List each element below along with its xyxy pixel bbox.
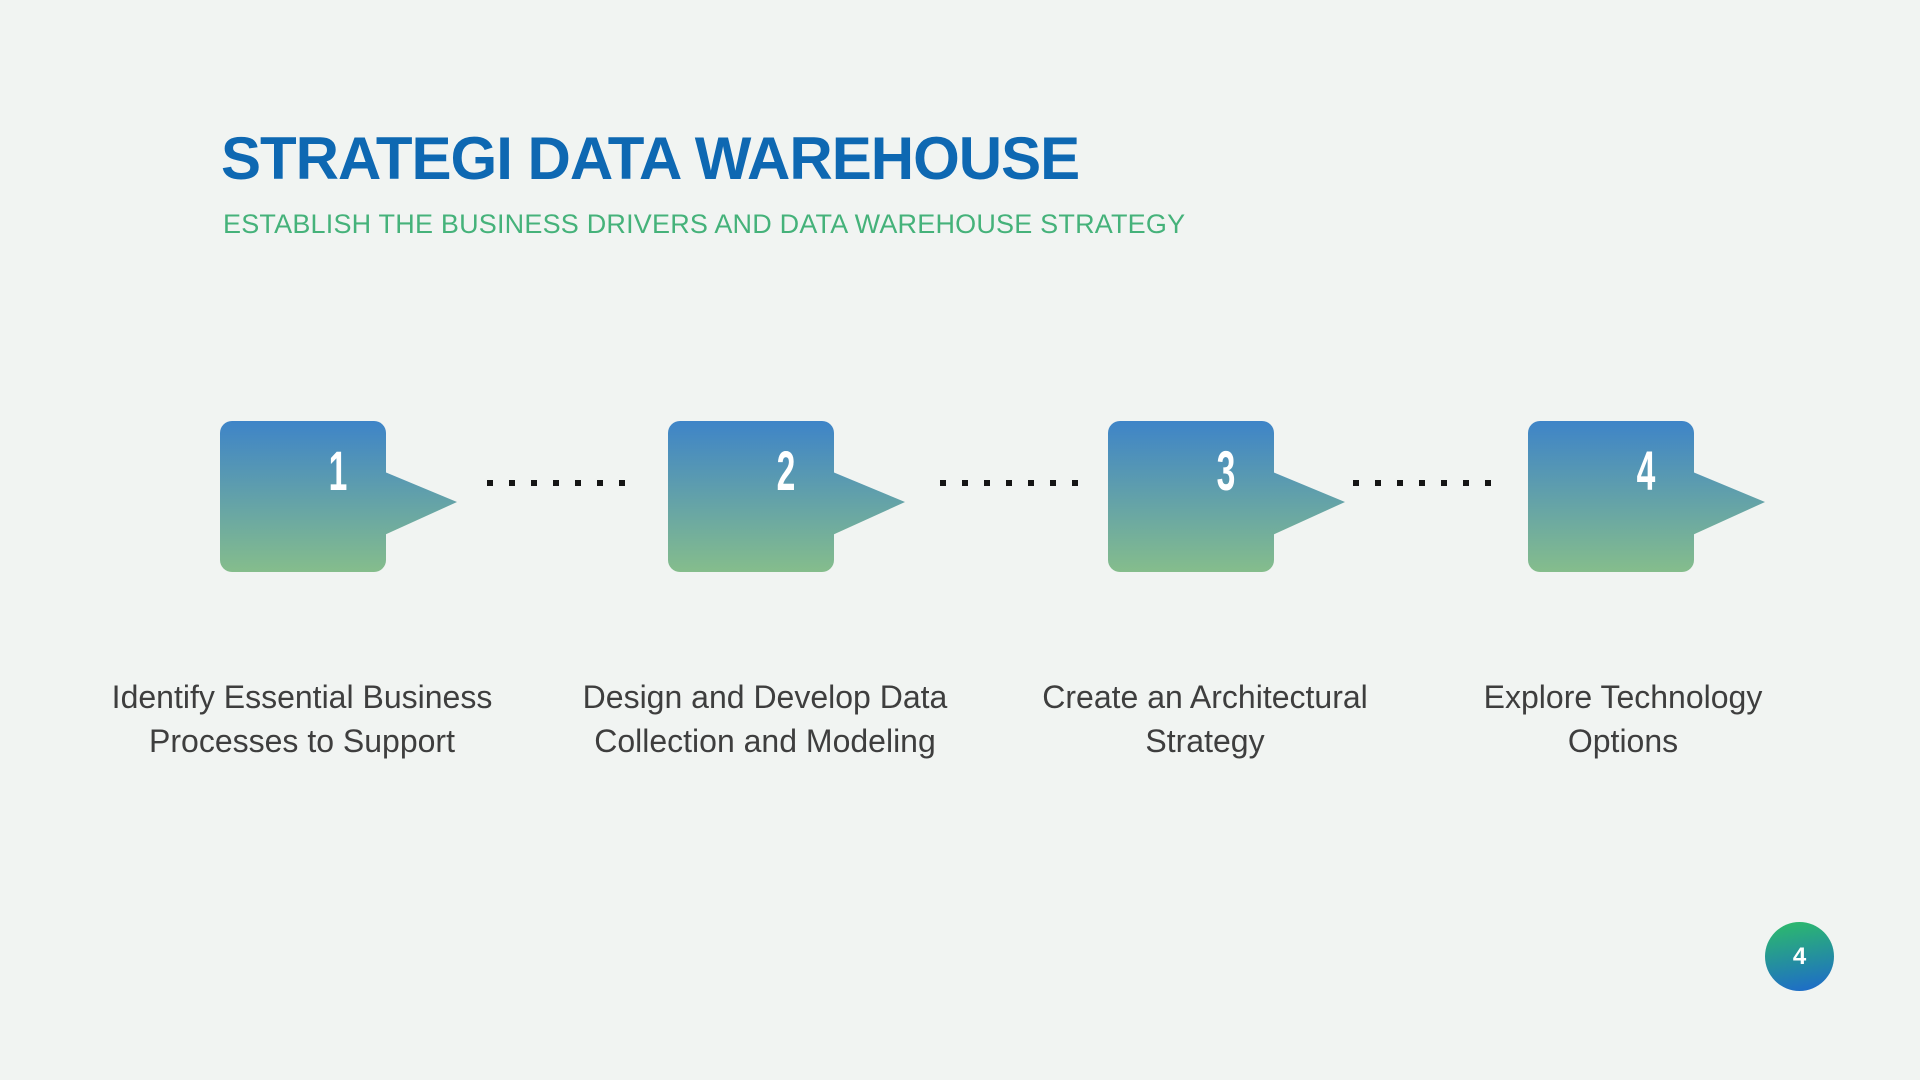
step-2-number: 2 [776,439,796,502]
step-3-arrow: 3 [1108,421,1348,572]
page-title: STRATEGI DATA WAREHOUSE [221,125,1080,192]
arrow-right-icon [1528,421,1765,572]
page-subtitle: ESTABLISH THE BUSINESS DRIVERS AND DATA … [223,209,1186,239]
step-3-number: 3 [1216,439,1236,502]
step-1-label: Identify Essential Business Processes to… [111,679,493,759]
step-2-label: Design and Develop Data Collection and M… [582,679,948,759]
arrow-right-icon [220,421,457,572]
step-3-label: Create an Architectural Strategy [1042,679,1368,759]
step-4-number: 4 [1636,439,1656,502]
arrow-right-icon [1108,421,1345,572]
dotted-connector-icon [1353,480,1491,486]
step-4-label: Explore Technology Options [1483,679,1763,759]
step-2-arrow: 2 [668,421,908,572]
dotted-connector-icon [487,480,625,486]
arrow-right-icon [668,421,905,572]
step-4-arrow: 4 [1528,421,1768,572]
step-1-arrow: 1 [220,421,460,572]
step-1-number: 1 [328,439,348,502]
page-number-badge: 4 [1765,922,1834,991]
dotted-connector-icon [940,480,1078,486]
